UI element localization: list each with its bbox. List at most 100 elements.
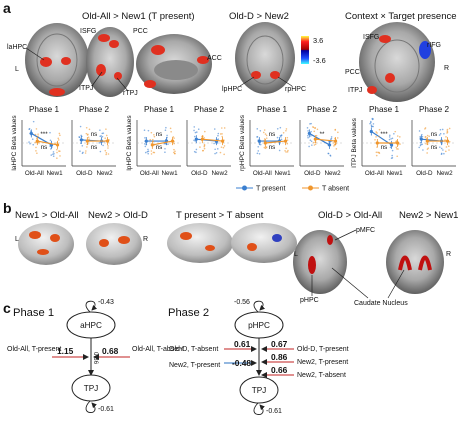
data-point <box>49 131 51 134</box>
colorbar: 3.6 -3.6 <box>301 36 326 65</box>
data-point <box>389 146 392 149</box>
data-point <box>378 135 380 138</box>
significance-label: ** <box>320 131 325 138</box>
data-point <box>153 134 155 136</box>
data-point <box>153 135 156 138</box>
phase2-left-label-1: Old-D, T-absent <box>169 346 218 353</box>
node-phpc-label: pHPC <box>248 321 270 330</box>
data-point <box>28 141 30 143</box>
data-point <box>425 137 428 140</box>
significance-label: *** <box>40 131 48 138</box>
x-tick-label: Old-All <box>140 170 159 177</box>
data-point <box>262 131 265 134</box>
data-point <box>146 150 149 153</box>
chart-ylabel: ITPJ Beta values <box>351 117 358 168</box>
phase2-right-value-1: 0.67 <box>271 339 288 349</box>
data-point <box>278 149 281 152</box>
data-point <box>370 125 373 128</box>
data-point <box>101 132 104 135</box>
data-point <box>312 126 314 128</box>
data-point <box>195 148 198 151</box>
data-point <box>173 148 175 151</box>
data-point <box>448 149 450 151</box>
data-point <box>204 130 206 133</box>
data-point <box>169 127 172 130</box>
data-point <box>102 144 104 147</box>
data-point <box>421 135 424 138</box>
series-line <box>152 140 173 146</box>
data-point <box>79 150 81 152</box>
data-point <box>257 145 260 148</box>
data-point <box>377 151 379 154</box>
mean-marker <box>425 139 429 143</box>
data-point <box>337 131 339 134</box>
x-tick-label: Old-All <box>365 170 384 177</box>
significance-label: ns <box>431 131 438 138</box>
data-point <box>195 151 197 154</box>
data-point <box>439 128 442 131</box>
brain-label-isfg: ISFG <box>80 28 96 35</box>
data-point <box>170 130 172 133</box>
data-point <box>397 148 399 150</box>
brain-axial-oldall-2 <box>86 27 134 97</box>
data-point <box>31 138 34 141</box>
data-point <box>150 150 153 152</box>
colorbar-min: -3.6 <box>313 56 326 65</box>
data-point <box>28 128 31 130</box>
significance-label: ns <box>269 131 276 138</box>
panel-a-title-3: Context × Target presence <box>345 11 457 22</box>
data-point <box>216 148 219 150</box>
data-point <box>395 146 398 149</box>
data-point <box>143 143 146 145</box>
data-point <box>57 137 60 140</box>
phase2-right-value-2: 0.86 <box>271 352 288 362</box>
data-point <box>59 155 61 157</box>
data-point <box>149 138 152 141</box>
data-point <box>280 138 283 141</box>
data-point <box>219 133 222 135</box>
data-point <box>85 126 88 129</box>
data-point <box>203 145 206 148</box>
data-point <box>399 143 401 145</box>
data-point <box>313 130 316 133</box>
data-point <box>333 145 335 147</box>
mean-marker <box>79 138 83 142</box>
data-point <box>286 136 289 139</box>
data-point <box>388 138 391 141</box>
chart-panel-title: Phase 2 <box>194 105 224 114</box>
data-point <box>49 139 52 142</box>
data-point <box>307 130 309 132</box>
data-point <box>107 145 109 147</box>
data-point <box>220 146 223 148</box>
data-point <box>378 128 381 131</box>
data-point <box>333 143 336 146</box>
data-point <box>438 134 441 136</box>
mean-marker <box>105 139 110 143</box>
data-point <box>193 139 195 142</box>
phase2-self-bottom: -0.61 <box>266 408 282 415</box>
data-point <box>199 146 201 148</box>
data-point <box>285 147 287 150</box>
data-point <box>276 128 279 130</box>
data-point <box>165 126 167 129</box>
mean-marker <box>395 141 400 145</box>
data-point <box>104 149 107 152</box>
data-point <box>286 139 289 141</box>
chart-ylabel: rpHPC Beta values <box>239 114 246 171</box>
data-point <box>107 147 109 149</box>
data-point <box>369 122 371 125</box>
data-point <box>56 151 58 154</box>
data-point <box>316 128 319 131</box>
data-point <box>308 145 310 148</box>
phase2-left-value-1: 0.61 <box>234 339 251 349</box>
data-point <box>104 137 106 139</box>
brain-b-r-2: R <box>446 251 451 258</box>
x-tick-label: New1 <box>275 170 292 177</box>
data-point <box>391 154 393 157</box>
data-point <box>35 128 38 130</box>
data-point <box>439 132 442 135</box>
brain-b-l-2: L <box>294 251 298 258</box>
